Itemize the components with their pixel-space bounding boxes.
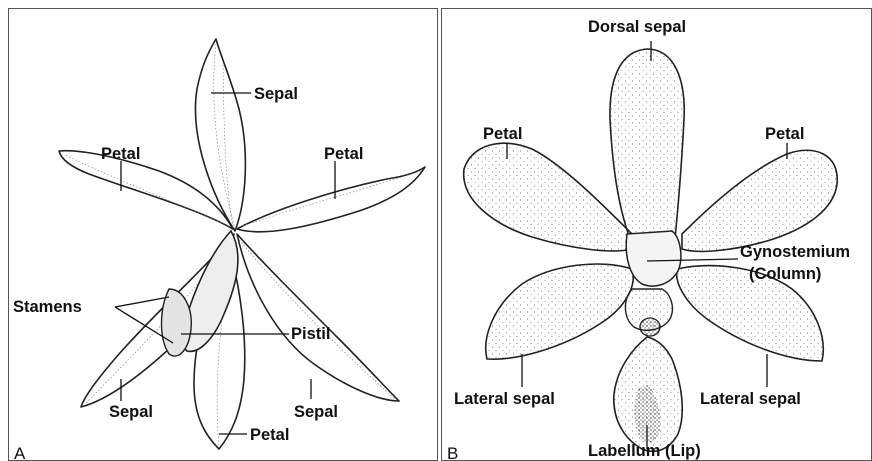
label-sepal-bottom-right: Sepal (294, 403, 338, 421)
label-column: (Column) (749, 265, 821, 283)
label-petal-left: Petal (483, 125, 522, 143)
panel-letter-b: B (447, 444, 458, 461)
sepal-lower-right (237, 234, 399, 401)
label-lateral-sepal-right: Lateral sepal (700, 390, 801, 408)
lateral-sepal-left (486, 264, 634, 359)
label-petal-right: Petal (765, 125, 804, 143)
label-lateral-sepal-left: Lateral sepal (454, 390, 555, 408)
label-dorsal-sepal: Dorsal sepal (588, 18, 686, 36)
label-pistil: Pistil (291, 325, 330, 343)
label-sepal-bottom-left: Sepal (109, 403, 153, 421)
label-petal-bottom: Petal (250, 426, 289, 444)
petal-right (237, 167, 425, 232)
label-gynostemium: Gynostemium (740, 243, 850, 261)
label-petal-right: Petal (324, 145, 363, 163)
label-labellum: Labellum (Lip) (588, 442, 701, 460)
petal-left (464, 143, 632, 251)
flower-b-illustration: Dorsal sepal Petal Petal Gynostemium (Co… (442, 9, 872, 461)
panel-b-orchid-flower: Dorsal sepal Petal Petal Gynostemium (Co… (441, 8, 872, 461)
flower-center (626, 231, 681, 286)
label-sepal-top: Sepal (254, 85, 298, 103)
label-petal-left: Petal (101, 145, 140, 163)
dorsal-sepal (610, 49, 684, 249)
flower-a-illustration: Sepal Petal Petal Stamens Pistil Sepal S… (9, 9, 438, 461)
callus (640, 318, 660, 336)
panel-a-simple-flower: Sepal Petal Petal Stamens Pistil Sepal S… (8, 8, 438, 461)
label-stamens: Stamens (13, 298, 82, 316)
petal-right (682, 150, 837, 251)
panel-letter-a: A (14, 444, 26, 461)
